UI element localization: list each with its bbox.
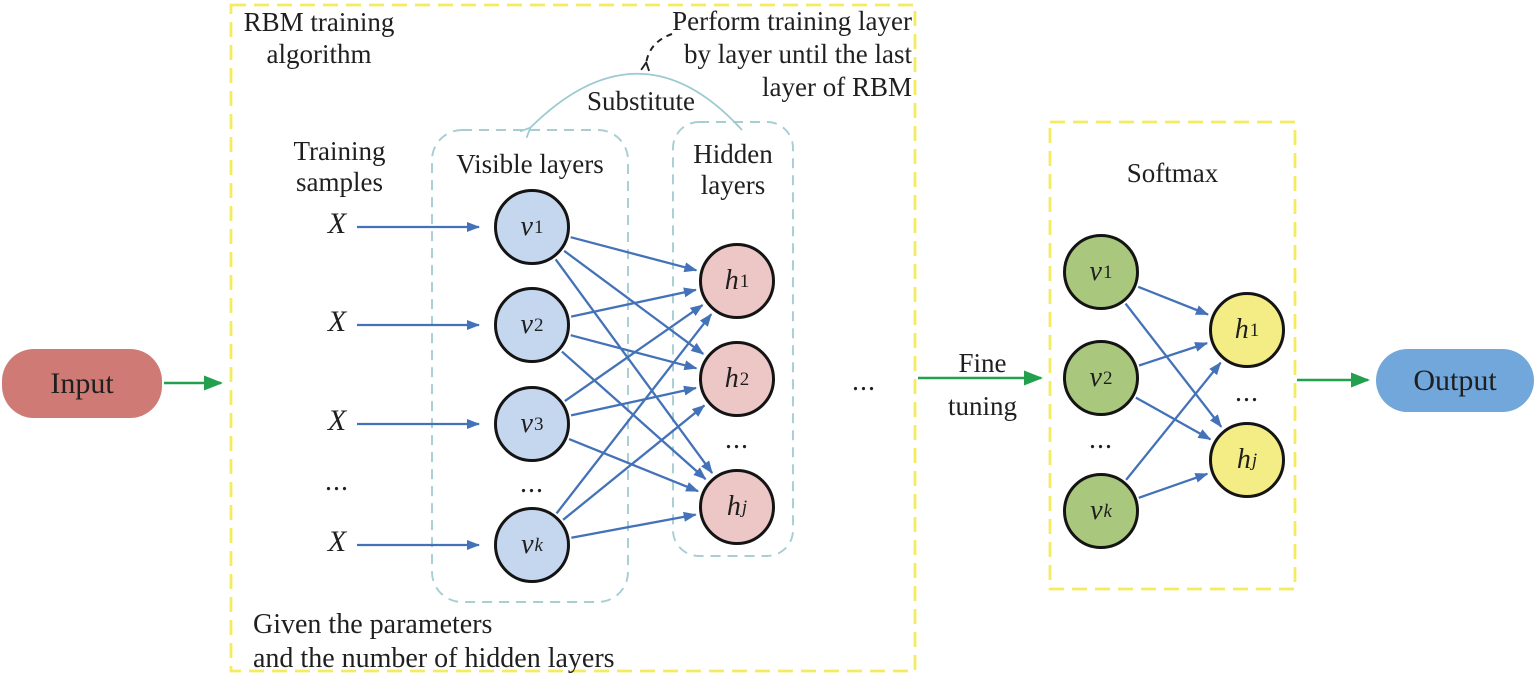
rbm-bottom-note-line1: Given the parameters — [253, 609, 493, 640]
rbm-title-line2: algorithm — [266, 39, 372, 69]
softmax-box-border — [1048, 120, 1297, 591]
training-sample-x-4: X — [327, 525, 347, 558]
note-pointer-arrow — [646, 33, 673, 64]
rbm-top-note-line1: Perform training layer — [672, 6, 912, 36]
softmax-title: Softmax — [1126, 158, 1219, 188]
substitute-label: Substitute — [586, 86, 695, 116]
fine-tuning-line2: tuning — [947, 391, 1017, 421]
rbm-connection-arrow — [571, 511, 697, 539]
rbm-connection-arrow — [555, 313, 713, 515]
softmax-connection-arrow — [1138, 342, 1209, 367]
input-box: Input — [2, 349, 162, 418]
softmax-input-ellipsis: ... — [1089, 424, 1113, 455]
training-sample-x-1: X — [327, 207, 347, 240]
rbm-connection-arrow — [568, 437, 699, 493]
rbm-top-note-line3: layer of RBM — [762, 72, 912, 102]
rbm-bottom-note: Given the parameters and the number of h… — [253, 608, 733, 676]
output-label: Output — [1413, 363, 1497, 397]
softmax-output-ellipsis: ... — [1235, 377, 1259, 408]
rbm-title-line1: RBM training — [243, 7, 395, 37]
rbm-box-border — [229, 3, 917, 673]
rbm-connection-arrow — [570, 236, 698, 273]
training-samples-line1: Training — [293, 136, 386, 166]
rbm-top-note: Perform training layer by layer until th… — [630, 5, 912, 104]
input-label: Input — [50, 366, 114, 400]
fine-tuning-line1: Fine — [958, 348, 1007, 378]
rbm-connection-arrow — [564, 304, 704, 403]
visible-layers-title: Visible layers — [456, 149, 604, 179]
substitute-arc-arrow — [529, 73, 743, 130]
softmax-connection-arrow — [1124, 302, 1223, 428]
training-samples-line2: samples — [296, 167, 383, 197]
rbm-connection-arrow — [570, 385, 697, 417]
training-sample-x-2: X — [327, 305, 347, 338]
rbm-top-note-line2: by layer until the last — [684, 39, 912, 69]
rbm-connection-arrow — [562, 404, 706, 521]
rbm-connection-arrow — [570, 287, 697, 318]
network-connection-arrows — [357, 222, 1223, 550]
hidden-layers-title: Hidden layers — [673, 139, 793, 201]
softmax-connection-arrow — [1125, 361, 1222, 481]
rbm-connection-arrow — [554, 258, 714, 474]
rbm-layers-ellipsis: ... — [852, 366, 876, 397]
samples-ellipsis: ... — [325, 466, 349, 497]
softmax-connection-arrow — [1138, 472, 1209, 499]
training-sample-x-3: X — [327, 404, 347, 437]
fine-tuning-label: Fine tuning — [910, 342, 1055, 428]
hidden-layers-box-border — [672, 121, 794, 557]
hidden-layers-title-line1: Hidden — [693, 139, 773, 169]
rbm-connection-arrow — [570, 334, 698, 371]
softmax-connection-arrow — [1135, 396, 1212, 441]
output-box: Output — [1376, 349, 1534, 412]
visible-nodes-ellipsis: ... — [520, 468, 544, 499]
rbm-title: RBM training algorithm — [234, 6, 404, 70]
rbm-bottom-note-line2: and the number of hidden layers — [253, 643, 615, 674]
hidden-nodes-ellipsis: ... — [725, 424, 749, 455]
softmax-connection-arrow — [1137, 285, 1209, 316]
hidden-layers-title-line2: layers — [700, 170, 766, 200]
training-samples-label: Training samples — [277, 136, 402, 198]
